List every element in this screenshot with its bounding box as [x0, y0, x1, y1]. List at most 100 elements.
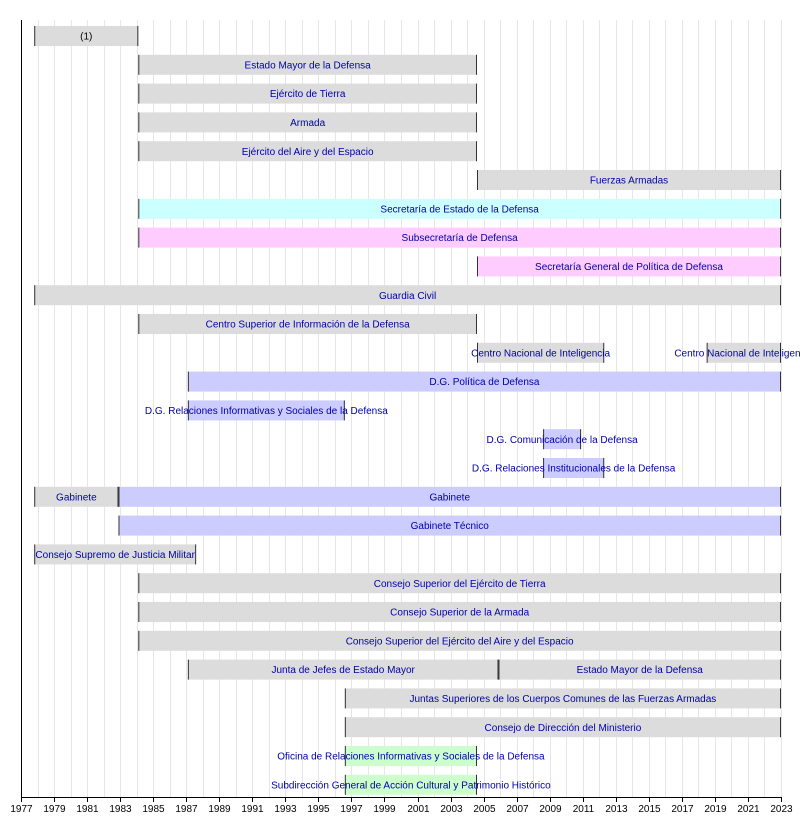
timeline-bar: Consejo Superior del Ejército de Tierra	[138, 573, 782, 594]
bar-label: Consejo Superior del Ejército del Aire y…	[346, 636, 574, 647]
timeline-bar: Consejo Supremo de Justicia Militar	[34, 544, 197, 565]
bar-rect	[543, 458, 605, 478]
x-tick-label: 2011	[573, 804, 595, 815]
bar-label: Guardia Civil	[379, 291, 436, 302]
timeline-bar: Gabinete	[118, 486, 781, 507]
bar-label: Consejo Superior del Ejército de Tierra	[374, 579, 546, 590]
grid-lines	[21, 20, 782, 797]
bar-label: Consejo Superior de la Armada	[390, 608, 529, 619]
bar-label: Juntas Superiores de los Cuerpos Comunes…	[409, 694, 716, 705]
timeline-bar: Ejército de Tierra	[138, 83, 477, 104]
timeline-bar: Ejército del Aire y del Espacio	[138, 141, 477, 162]
bar-rect	[138, 602, 782, 622]
bar-label: Junta de Jefes de Estado Mayor	[271, 665, 415, 676]
x-tick-label: 2021	[737, 804, 760, 815]
x-tick-label: 1979	[43, 804, 66, 815]
bar-rect	[187, 400, 345, 421]
x-tick-label: 2015	[638, 804, 661, 815]
bar-label: Subdirección General de Acción Cultural …	[271, 780, 551, 791]
bar-rect	[34, 544, 197, 565]
x-tick-label: 1977	[10, 804, 33, 815]
timeline-bar: Guardia Civil	[34, 285, 781, 306]
bar-label: Gabinete	[429, 492, 470, 503]
x-tick-label: 2007	[506, 804, 529, 815]
bar-rect	[138, 573, 782, 594]
x-tick-label: 1989	[208, 804, 231, 815]
bar-rect	[344, 717, 781, 738]
bar-rect	[118, 486, 781, 507]
timeline-bar: Subdirección General de Acción Cultural …	[271, 774, 551, 795]
bar-rect	[187, 659, 499, 680]
timeline-bar: Consejo de Dirección del Ministerio	[344, 717, 781, 738]
bar-label: Subsecretaría de Defensa	[402, 233, 519, 244]
bar-rect	[344, 688, 781, 709]
x-tick-label: 1987	[175, 804, 198, 815]
x-tick-label: 2013	[605, 804, 628, 815]
bar-label: D.G. Relaciones Institucionales de la De…	[472, 464, 676, 475]
bar-rect	[138, 141, 477, 162]
timeline-bar: Centro Superior de Información de la Def…	[138, 314, 477, 334]
timeline-bar: D.G. Relaciones Institucionales de la De…	[472, 458, 676, 478]
x-tick-label: 1981	[76, 804, 99, 815]
bar-rect	[138, 83, 477, 104]
timeline-bar: D.G. Relaciones Informativas y Sociales …	[145, 400, 388, 421]
bar-rect	[138, 630, 782, 651]
bar-rect	[138, 54, 477, 75]
x-tick-label: 1999	[373, 804, 396, 815]
bar-rect	[138, 112, 477, 133]
timeline-bar: Consejo Superior de la Armada	[138, 602, 782, 622]
bar-label: Ejército del Aire y del Espacio	[242, 147, 374, 158]
bar-label: D.G. Política de Defensa	[429, 377, 539, 388]
bar-label: Secretaría de Estado de la Defensa	[380, 204, 539, 215]
bar-rect	[138, 314, 477, 334]
bar-rect	[187, 371, 781, 392]
x-tick-label: 2003	[440, 804, 463, 815]
timeline-bar: Gabinete Técnico	[118, 515, 781, 536]
bar-rect	[138, 227, 782, 248]
timeline-bar: Estado Mayor de la Defensa	[498, 659, 781, 680]
bar-rect	[344, 746, 477, 766]
bar-rect	[138, 198, 782, 219]
timeline-bar: Centro Nacional de Inteligencia	[471, 342, 611, 363]
x-tick-label: 2017	[671, 804, 694, 815]
bar-rect	[543, 429, 582, 450]
timeline-bar: Fuerzas Armadas	[477, 170, 781, 190]
bar-rect	[706, 342, 781, 363]
bar-rect	[477, 256, 781, 277]
timeline-bar: Secretaría de Estado de la Defensa	[138, 198, 782, 219]
x-tick-label: 2001	[407, 804, 430, 815]
x-tick-label: 1991	[241, 804, 264, 815]
bar-rect	[477, 170, 781, 190]
timeline-bar: Estado Mayor de la Defensa	[138, 54, 477, 75]
bar-label: (1)	[80, 32, 92, 43]
x-tick-label: 1993	[274, 804, 297, 815]
bar-label: Gabinete Técnico	[411, 521, 490, 532]
bar-label: Ejército de Tierra	[270, 89, 346, 100]
timeline-bar: Gabinete	[34, 486, 119, 507]
timeline-bar: Consejo Superior del Ejército del Aire y…	[138, 630, 782, 651]
bar-label: Estado Mayor de la Defensa	[577, 665, 704, 676]
bar-label: Centro Nacional de Inteligencia	[471, 348, 610, 359]
bar-label: D.G. Comunicación de la Defensa	[486, 435, 638, 446]
timeline-bar: Subsecretaría de Defensa	[138, 227, 782, 248]
timeline-bar: Juntas Superiores de los Cuerpos Comunes…	[344, 688, 781, 709]
bar-label: Consejo de Dirección del Ministerio	[485, 723, 642, 734]
bar-label: Estado Mayor de la Defensa	[245, 60, 372, 71]
bar-rect	[498, 659, 781, 680]
bar-rect	[477, 342, 605, 363]
bar-rect	[34, 285, 781, 306]
bar-rect	[34, 486, 119, 507]
x-tick-label: 2009	[539, 804, 562, 815]
timeline-bar: D.G. Política de Defensa	[187, 371, 781, 392]
x-tick-label: 1997	[340, 804, 363, 815]
x-tick-label: 1983	[109, 804, 132, 815]
bar-label: Fuerzas Armadas	[590, 176, 668, 187]
x-tick-label: 2005	[473, 804, 496, 815]
timeline-bar: Junta de Jefes de Estado Mayor	[187, 659, 499, 680]
bar-label: D.G. Relaciones Informativas y Sociales …	[145, 406, 388, 417]
bar-label: Oficina de Relaciones Informativas y Soc…	[277, 752, 545, 763]
bar-label: Armada	[290, 118, 325, 129]
bar-rect	[34, 26, 139, 46]
